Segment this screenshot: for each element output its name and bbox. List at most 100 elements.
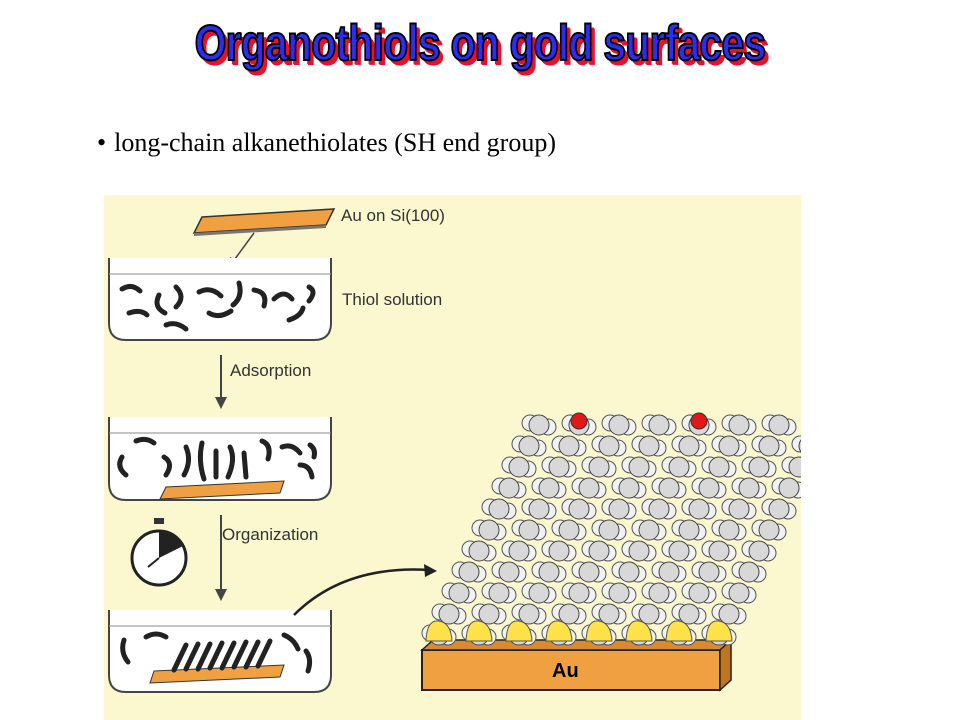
arrow-to-monolayer xyxy=(293,564,437,616)
carbon-atom xyxy=(618,561,640,583)
carbon-atom xyxy=(668,456,690,478)
carbon-atom xyxy=(658,561,680,583)
carbon-atom xyxy=(738,477,760,499)
carbon-atom xyxy=(768,498,790,520)
carbon-atom xyxy=(638,435,660,457)
bullet-text: long-chain alkanethiolates (SH end group… xyxy=(114,128,556,157)
carbon-atom xyxy=(708,456,730,478)
label-au-on-si: Au on Si(100) xyxy=(341,206,445,225)
figure-canvas: Au on Si(100) Thiol solution Adsorption xyxy=(104,195,801,720)
carbon-atom xyxy=(608,414,630,436)
carbon-atom xyxy=(748,540,770,562)
carbon-atom xyxy=(718,435,740,457)
label-organization: Organization xyxy=(222,525,318,544)
carbon-atom xyxy=(458,561,480,583)
carbon-atom xyxy=(758,435,780,457)
carbon-atom xyxy=(768,414,790,436)
sulfur-atom xyxy=(665,620,693,642)
carbon-atom xyxy=(518,435,540,457)
carbon-atom xyxy=(628,456,650,478)
carbon-atom xyxy=(728,414,750,436)
arrow-organization xyxy=(215,515,227,601)
carbon-atom xyxy=(468,540,490,562)
carbon-atom xyxy=(488,582,510,604)
carbon-atom xyxy=(588,456,610,478)
sulfur-atom xyxy=(545,620,573,642)
alkanethiol-chain xyxy=(501,414,637,646)
carbon-atom xyxy=(778,477,800,499)
end-group-atom xyxy=(570,412,588,430)
bullet-item: •long-chain alkanethiolates (SH end grou… xyxy=(97,128,556,158)
carbon-atom xyxy=(688,582,710,604)
au-si-substrate xyxy=(192,208,336,236)
carbon-atom xyxy=(598,603,620,625)
carbon-atom xyxy=(788,456,801,478)
carbon-atom xyxy=(718,603,740,625)
carbon-atom xyxy=(538,561,560,583)
carbon-atom xyxy=(528,582,550,604)
carbon-atom xyxy=(638,603,660,625)
alkanethiol-chain xyxy=(661,414,797,646)
carbon-atom xyxy=(598,519,620,541)
carbon-atom xyxy=(668,540,690,562)
alkanethiol-chain xyxy=(701,435,801,646)
beaker-organized xyxy=(108,610,332,693)
carbon-atom xyxy=(638,519,660,541)
carbon-atom xyxy=(628,540,650,562)
carbon-atom xyxy=(688,498,710,520)
bullet-dot: • xyxy=(97,128,107,157)
carbon-atom xyxy=(478,519,500,541)
carbon-atom xyxy=(598,435,620,457)
carbon-atom xyxy=(798,439,801,453)
label-adsorption: Adsorption xyxy=(230,361,311,380)
carbon-atom xyxy=(678,435,700,457)
carbon-atom xyxy=(508,456,530,478)
carbon-atom xyxy=(678,603,700,625)
arrow-adsorption xyxy=(215,355,227,409)
alkanethiol-chain xyxy=(461,414,597,646)
alkanethiol-chain xyxy=(421,414,557,646)
carbon-atom xyxy=(558,435,580,457)
carbon-atom xyxy=(538,477,560,499)
slide-title: Organothiols on gold surfaces xyxy=(194,14,767,72)
carbon-atom xyxy=(578,561,600,583)
carbon-atom xyxy=(568,582,590,604)
label-gold: Au xyxy=(552,660,579,682)
carbon-atom xyxy=(488,498,510,520)
carbon-atom xyxy=(568,498,590,520)
carbon-atom xyxy=(748,456,770,478)
carbon-atom xyxy=(548,540,570,562)
sulfur-atom xyxy=(505,620,533,642)
carbon-atom xyxy=(698,477,720,499)
carbon-atom xyxy=(608,582,630,604)
carbon-atom xyxy=(448,582,470,604)
beaker-thiol-solution xyxy=(108,258,332,341)
carbon-atom xyxy=(498,477,520,499)
carbon-atom xyxy=(498,561,520,583)
alkanethiol-chain xyxy=(541,414,677,646)
sulfur-atom xyxy=(585,620,613,642)
carbon-atom xyxy=(728,582,750,604)
carbon-atom xyxy=(478,603,500,625)
carbon-atom xyxy=(618,477,640,499)
carbon-atom xyxy=(608,498,630,520)
carbon-atom xyxy=(528,498,550,520)
carbon-atom xyxy=(678,519,700,541)
stopwatch-icon xyxy=(130,518,188,587)
carbon-atom xyxy=(648,498,670,520)
carbon-atom xyxy=(648,414,670,436)
alkanethiol-chain xyxy=(621,414,757,646)
sulfur-atom xyxy=(465,620,493,642)
carbon-atom xyxy=(658,477,680,499)
carbon-atom xyxy=(558,519,580,541)
carbon-atom xyxy=(698,561,720,583)
carbon-atom xyxy=(438,603,460,625)
carbon-atom xyxy=(588,540,610,562)
carbon-atom xyxy=(558,603,580,625)
sulfur-atom xyxy=(625,620,653,642)
carbon-atom xyxy=(508,540,530,562)
label-thiol-solution: Thiol solution xyxy=(342,290,442,309)
carbon-atom xyxy=(738,561,760,583)
carbon-atom xyxy=(648,582,670,604)
carbon-atom xyxy=(728,498,750,520)
